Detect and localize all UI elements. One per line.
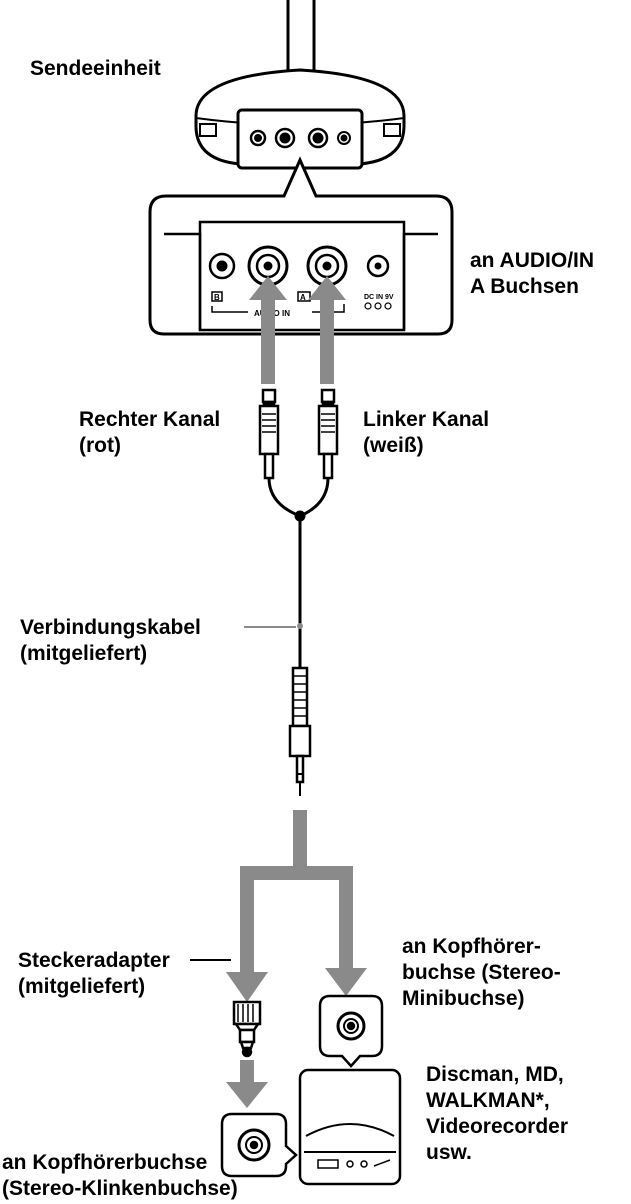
plug-adapter bbox=[190, 959, 262, 1058]
audio-in-panel bbox=[148, 156, 454, 336]
arrow-down-to-klinke bbox=[226, 1060, 268, 1108]
split-arrows bbox=[226, 810, 367, 1108]
rca-plugs bbox=[258, 388, 339, 480]
label-verbindungskabel: Verbindungskabel (mitgeliefert) bbox=[20, 616, 201, 665]
audio-in-arrows bbox=[249, 276, 346, 384]
label-audio-in: an AUDIO/IN A Buchsen bbox=[470, 249, 595, 298]
mini-jack-box bbox=[318, 994, 384, 1068]
label-sendeeinheit: Sendeeinheit bbox=[30, 57, 161, 80]
connecting-cable bbox=[244, 477, 330, 668]
label-linker-kanal: Linker Kanal (weiß) bbox=[363, 408, 490, 457]
arrow-up-right-channel bbox=[249, 276, 287, 384]
portable-device bbox=[298, 1068, 402, 1186]
panel-label-dc-in: DC IN 9V bbox=[364, 294, 394, 301]
antenna bbox=[286, 0, 316, 72]
panel-label-b: B bbox=[214, 293, 220, 302]
rca-plug-right-red bbox=[258, 388, 280, 480]
label-geraete: Discman, MD, WALKMAN*, Videorecorder usw… bbox=[426, 1063, 569, 1164]
rca-plug-left-white bbox=[317, 388, 339, 480]
panel-label-a: A bbox=[300, 293, 306, 302]
stereo-mini-plug bbox=[288, 666, 312, 796]
label-rechter-kanal: Rechter Kanal (rot) bbox=[79, 408, 221, 457]
transmitter-unit bbox=[194, 0, 406, 170]
label-steckeradapter: Steckeradapter (mitgeliefert) bbox=[18, 949, 170, 998]
klinke-jack-box bbox=[220, 1112, 298, 1178]
arrow-up-left-channel bbox=[308, 276, 346, 384]
label-kopfhoerer-klinkenbuchse: an Kopfhörerbuchse (Stereo-Klinkenbuchse… bbox=[2, 1151, 238, 1200]
label-kopfhoerer-minibuchse: an Kopfhörer- buchse (Stereo- Minibuchse… bbox=[402, 935, 561, 1010]
